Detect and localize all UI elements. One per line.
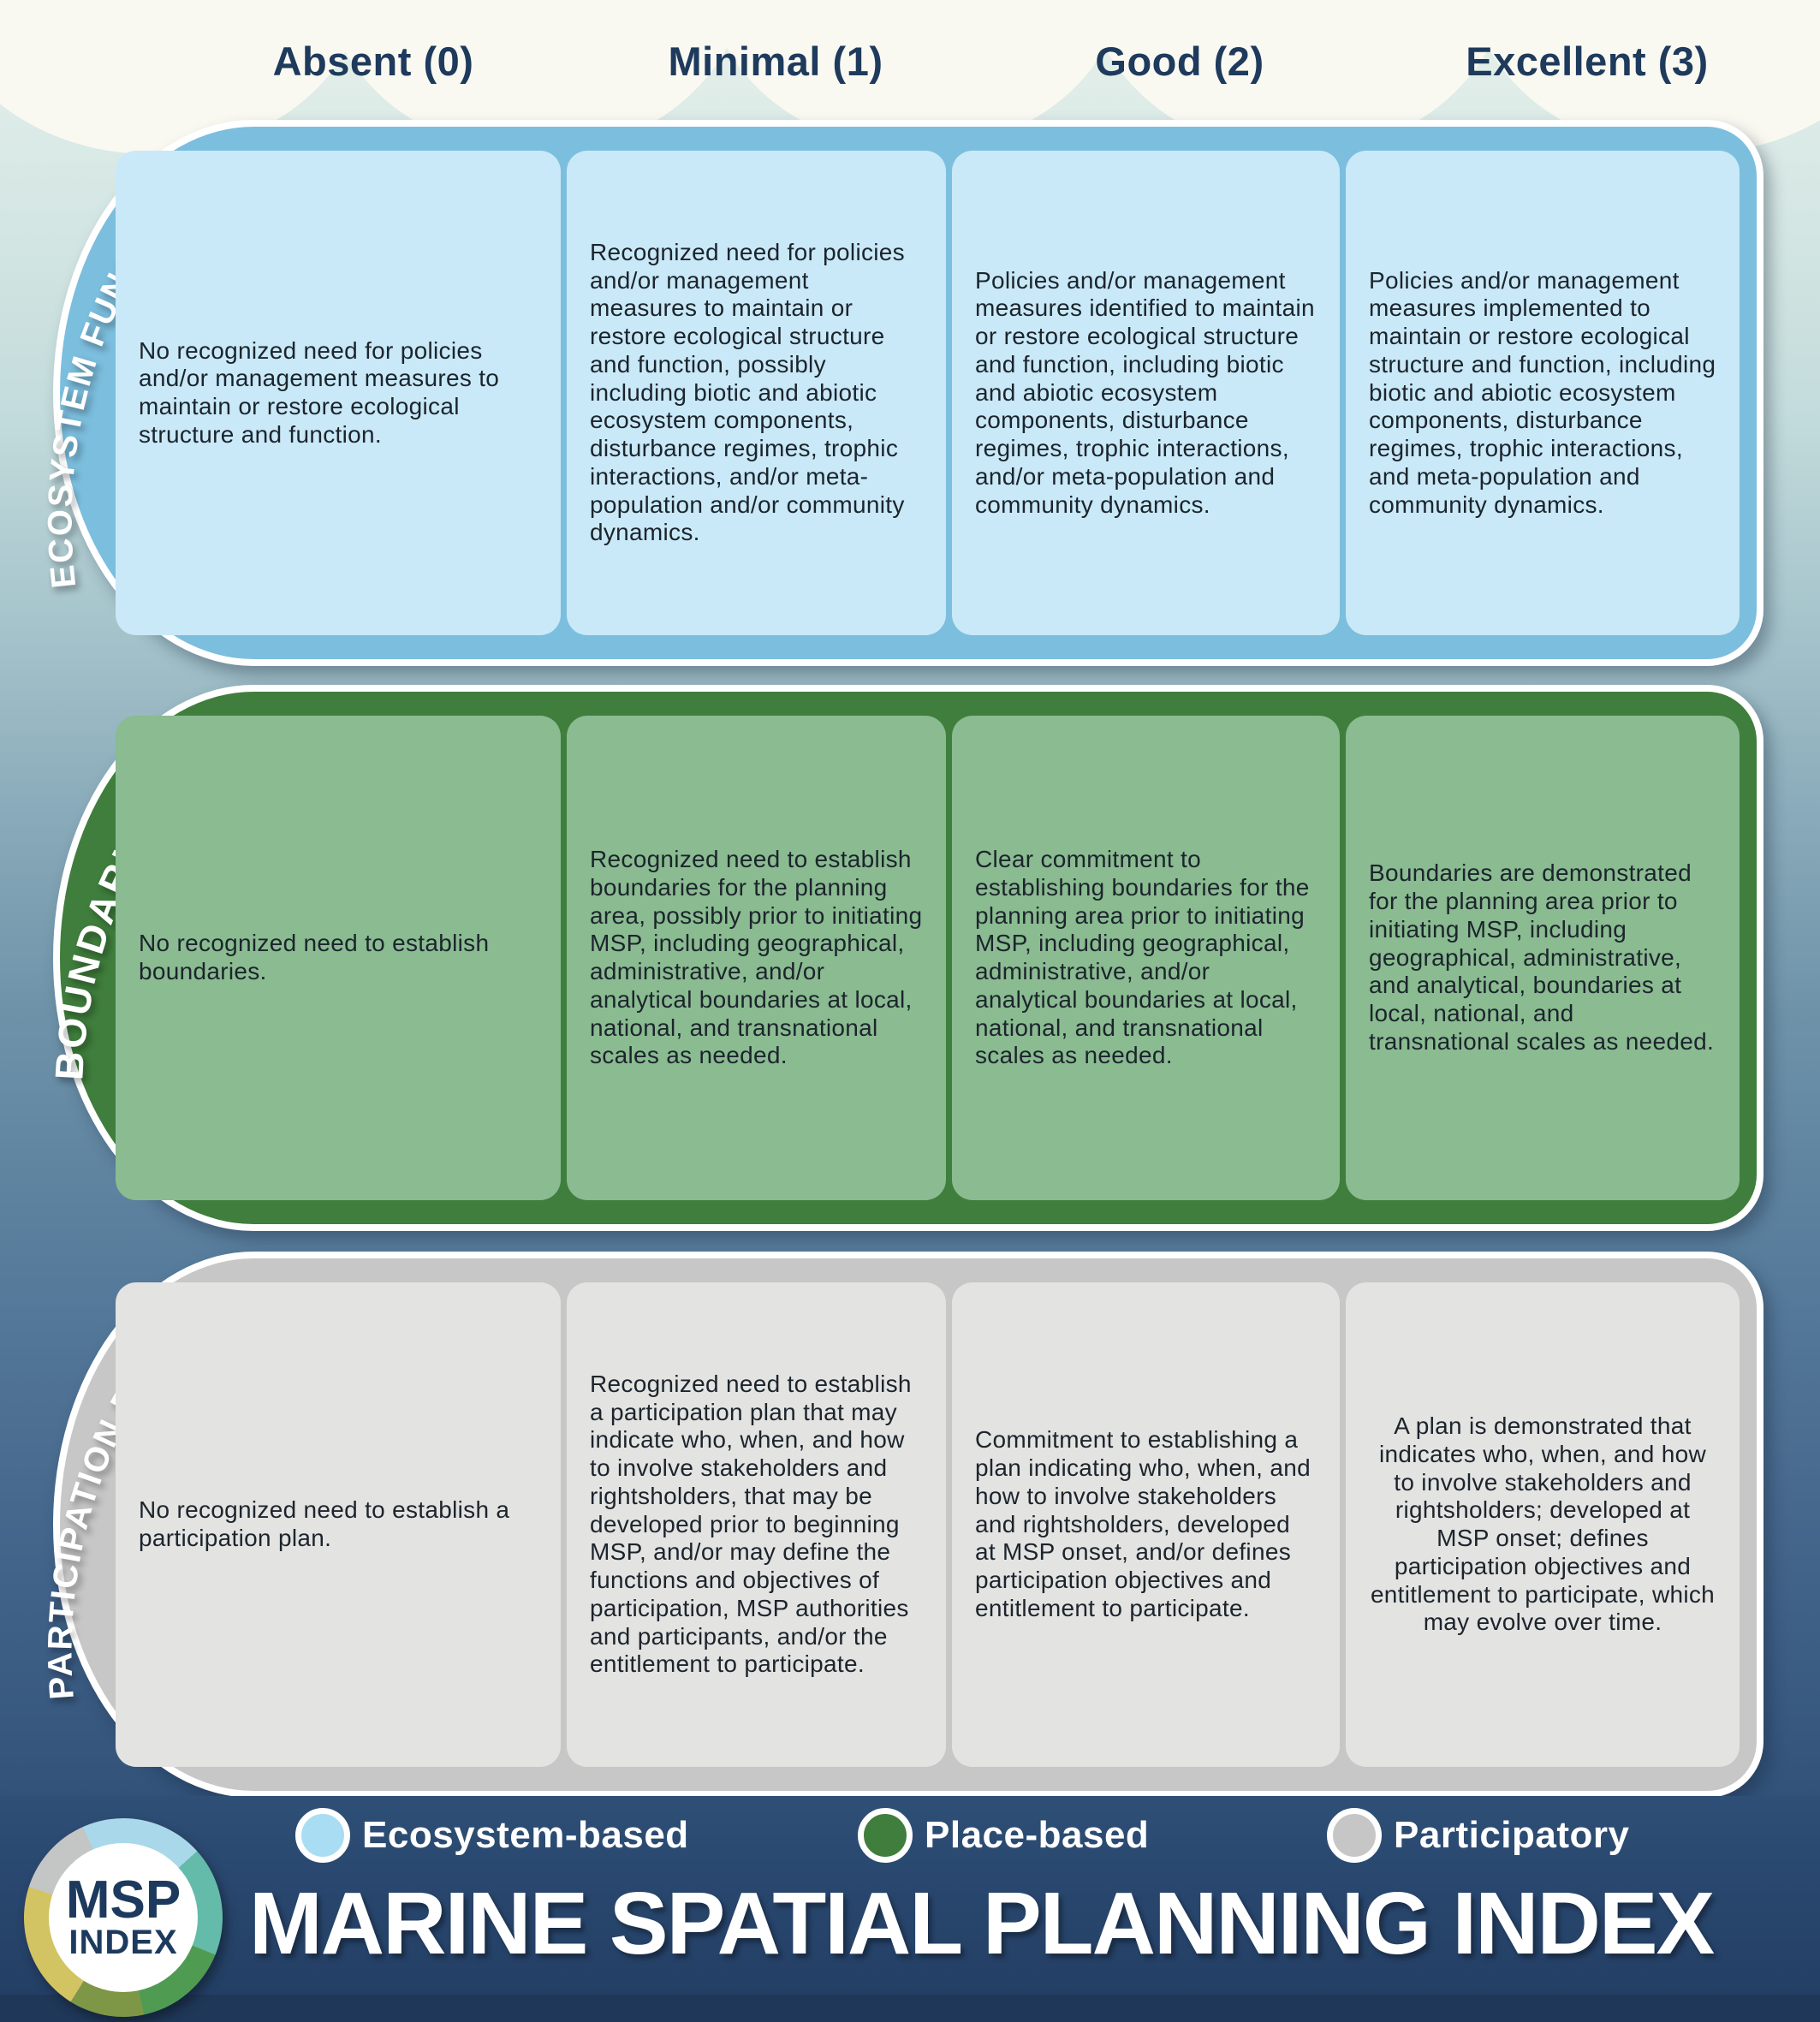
cell-text: Policies and/or management measures iden… (975, 266, 1315, 518)
cell-participation-absent: No recognized need to establish a partic… (116, 1282, 561, 1767)
participatory-dot-icon (1327, 1808, 1382, 1863)
cell-text: Policies and/or management measures impl… (1369, 266, 1716, 518)
legend-item-place-based: Place-based (858, 1808, 1149, 1863)
cell-text: Recognized need to establish boundaries … (590, 846, 923, 1069)
cell-ecosystem-excellent: Policies and/or management measures impl… (1346, 151, 1740, 635)
cell-text: Recognized need to establish a participa… (590, 1370, 912, 1678)
legend-item-participatory: Participatory (1327, 1808, 1629, 1863)
rubric-row-boundaries: BOUNDARIES No recognized need to establi… (46, 685, 1763, 1231)
column-header-good: Good (2) (1095, 39, 1264, 84)
cell-text: A plan is demonstrated that indicates wh… (1370, 1412, 1716, 1636)
cell-participation-minimal: Recognized need to establish a participa… (567, 1282, 946, 1767)
legend-label: Place-based (925, 1814, 1150, 1856)
rubric-row-participation-plan: PARTICIPATION PLAN No recognized need to… (41, 1252, 1763, 1798)
place-based-dot-icon (858, 1808, 913, 1863)
cell-participation-good: Commitment to establishing a plan indica… (952, 1282, 1340, 1767)
msp-index-logo: MSP INDEX (24, 1818, 223, 2017)
cell-boundaries-minimal: Recognized need to establish boundaries … (567, 716, 946, 1200)
rubric-row-ecosystem-function: ECOSYSTEM FUNCTION No recognized need fo… (42, 120, 1763, 666)
cell-text: No recognized need for policies and/or m… (139, 336, 500, 448)
legend-label: Ecosystem-based (362, 1814, 689, 1856)
cell-boundaries-good: Clear commitment to establishing boundar… (952, 716, 1340, 1200)
column-header-minimal: Minimal (1) (668, 39, 883, 84)
legend-item-ecosystem-based: Ecosystem-based (295, 1808, 689, 1863)
legend-label: Participatory (1394, 1814, 1630, 1856)
cell-participation-excellent: A plan is demonstrated that indicates wh… (1346, 1282, 1740, 1767)
cell-text: No recognized need to establish a partic… (139, 1496, 510, 1551)
column-header-absent: Absent (0) (272, 39, 474, 84)
cell-text: Commitment to establishing a plan indica… (975, 1426, 1311, 1621)
cell-boundaries-absent: No recognized need to establish boundari… (116, 716, 561, 1200)
logo-text-index: INDEX (68, 1924, 178, 1962)
ecosystem-based-dot-icon (295, 1808, 350, 1863)
cell-text: Recognized need for policies and/or mana… (590, 238, 905, 546)
cell-text: No recognized need to establish boundari… (139, 930, 490, 984)
logo-text-msp: MSP (65, 1870, 181, 1930)
cell-text: Clear commitment to establishing boundar… (975, 846, 1310, 1069)
column-header-excellent: Excellent (3) (1466, 39, 1709, 84)
poster-title: MARINE SPATIAL PLANNING INDEX (249, 1874, 1715, 1972)
logo-circle: MSP INDEX (49, 1843, 198, 1992)
bottom-strip (0, 1995, 1820, 2022)
cell-ecosystem-good: Policies and/or management measures iden… (952, 151, 1340, 635)
cell-ecosystem-absent: No recognized need for policies and/or m… (116, 151, 561, 635)
cell-boundaries-excellent: Boundaries are demonstrated for the plan… (1346, 716, 1740, 1200)
cell-ecosystem-minimal: Recognized need for policies and/or mana… (567, 151, 946, 635)
cell-text: Boundaries are demonstrated for the plan… (1369, 859, 1715, 1055)
